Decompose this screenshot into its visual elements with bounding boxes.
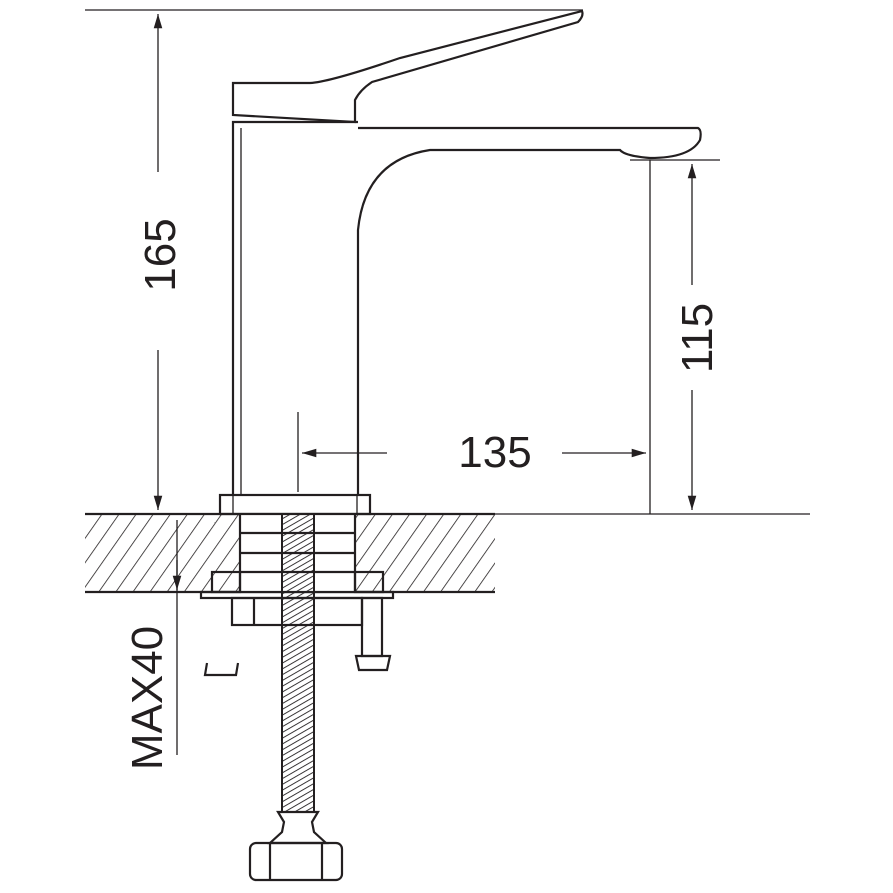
- dimension-135: 135: [297, 412, 646, 492]
- dimension-115: 115: [630, 159, 722, 514]
- dimension-label-165: 165: [136, 218, 185, 291]
- faucet-body: [218, 120, 702, 516]
- dimension-label-max40: MAX40: [123, 626, 172, 770]
- faucet-handle: [231, 9, 584, 124]
- countertop-section: [85, 512, 810, 594]
- dimension-max40: MAX40: [123, 520, 182, 770]
- dimension-label-135: 135: [458, 428, 531, 477]
- dimension-165: 165: [85, 9, 583, 510]
- dimension-label-115: 115: [673, 303, 722, 373]
